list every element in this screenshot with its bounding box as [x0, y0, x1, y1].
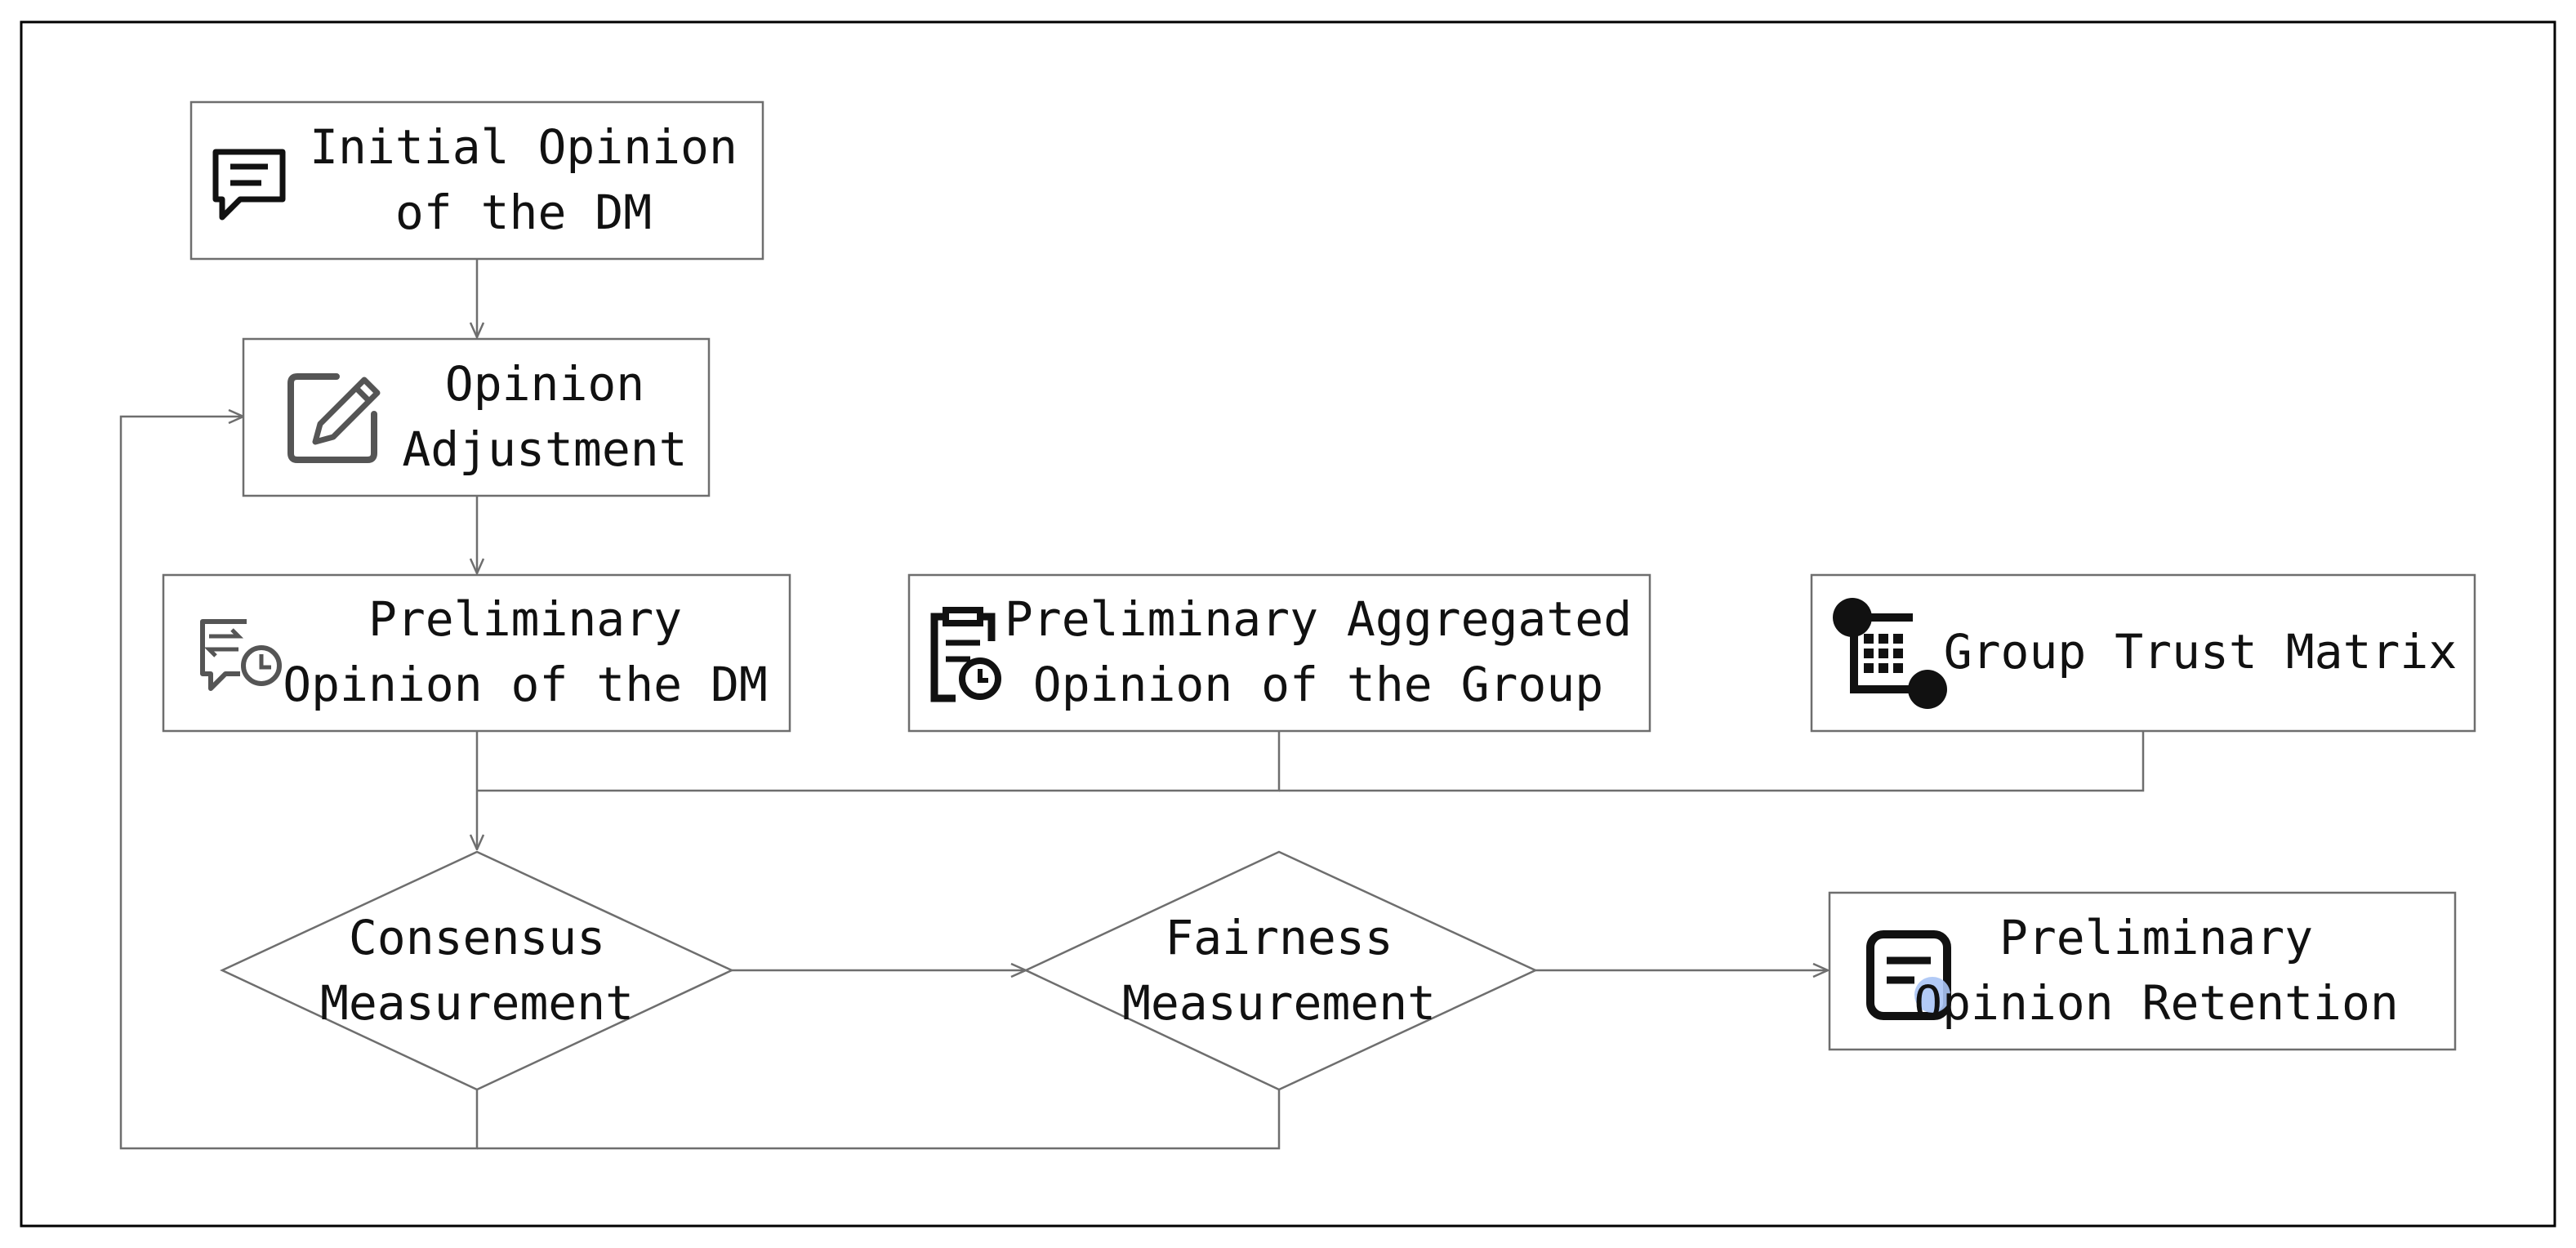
node-initial-opinion-line1: Initial Opinion [310, 119, 738, 175]
node-opinion-adjustment: Opinion Adjustment [242, 337, 711, 497]
node-preliminary-aggregated-line2: Opinion of the Group [1033, 657, 1603, 712]
node-fairness-measurement: Fairness Measurement [1023, 850, 1538, 1091]
node-preliminary-opinion-dm-box [162, 573, 791, 733]
node-fairness-measurement-line2: Measurement [1122, 975, 1436, 1031]
edge-consensus-feedback [119, 417, 479, 1150]
node-preliminary-opinion-dm: Preliminary Opinion of the DM [162, 573, 791, 733]
node-preliminary-opinion-dm-line2: Opinion of the DM [283, 657, 768, 712]
node-preliminary-retention-line2: Opinion Retention [1914, 975, 2399, 1031]
node-preliminary-opinion-dm-line1: Preliminary [368, 591, 682, 647]
matrix-network-icon [1833, 598, 1947, 709]
clipboard-clock-icon [930, 607, 1001, 702]
document-badge-icon [1866, 930, 1951, 1020]
node-preliminary-aggregated: Preliminary Aggregated Opinion of the Gr… [907, 573, 1651, 733]
node-preliminary-retention-line1: Preliminary [1999, 910, 2313, 965]
node-opinion-adjustment-line1: Opinion [445, 356, 644, 412]
edit-pencil-icon [287, 373, 381, 463]
node-initial-opinion-box [189, 100, 764, 261]
node-initial-opinion: Initial Opinion of the DM [189, 100, 764, 261]
edge-fairness-feedback [477, 1090, 1281, 1150]
chat-message-icon [212, 149, 286, 221]
node-opinion-adjustment-box [242, 337, 711, 497]
node-preliminary-aggregated-line1: Preliminary Aggregated [1005, 591, 1632, 647]
node-preliminary-aggregated-box [907, 573, 1651, 733]
edges [119, 259, 2145, 1150]
node-consensus-measurement-diamond [220, 850, 734, 1091]
node-fairness-measurement-line1: Fairness [1165, 910, 1393, 965]
node-group-trust-matrix-line1: Group Trust Matrix [1944, 624, 2458, 680]
node-preliminary-retention-box [1828, 891, 2457, 1051]
node-fairness-measurement-diamond [1023, 850, 1538, 1091]
node-opinion-adjustment-line2: Adjustment [402, 421, 687, 477]
node-initial-opinion-line2: of the DM [395, 185, 652, 240]
node-group-trust-matrix: Group Trust Matrix [1810, 573, 2476, 733]
edge-trust-join [1279, 731, 2145, 792]
node-consensus-measurement-line2: Measurement [320, 975, 634, 1031]
node-consensus-measurement-line1: Consensus [349, 910, 605, 965]
node-consensus-measurement: Consensus Measurement [220, 850, 734, 1091]
node-preliminary-retention: Preliminary Opinion Retention [1828, 891, 2457, 1051]
chat-clock-icon [200, 619, 282, 691]
